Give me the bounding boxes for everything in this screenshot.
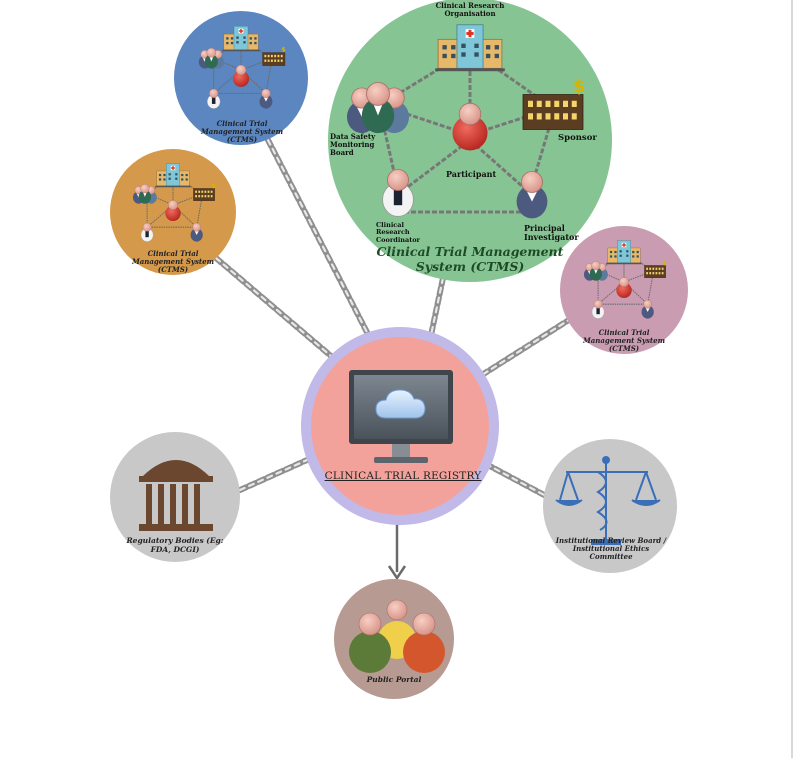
ctms-pink-circle: [560, 226, 688, 354]
registry-circle: [301, 327, 499, 525]
people-group-icon: [349, 599, 445, 673]
registry-title: CLINICAL TRIAL REGISTRY: [324, 470, 482, 482]
public-portal-label: Public Portal: [366, 675, 422, 684]
main-ctms-circle: [328, 0, 612, 282]
courthouse-icon: [139, 460, 213, 531]
cro-label: Clinical Research Organisation: [435, 1, 505, 19]
cloud-icon: [375, 389, 426, 419]
chain-links: [213, 137, 575, 499]
irb-label: Institutional Review Board / Institution…: [555, 536, 667, 562]
scales-caduceus-icon: [555, 456, 661, 545]
ctms-blue-circle: [174, 11, 308, 145]
regulatory-circle: [110, 432, 240, 562]
crc-label: Clinical Research Coordinator: [376, 221, 420, 244]
sponsor-label: Sponsor: [558, 133, 597, 143]
irb-circle: [543, 439, 677, 573]
arrow-to-public-portal: [387, 524, 407, 581]
public-portal-circle: [334, 579, 454, 699]
participant-label: Participant: [446, 169, 497, 179]
ctms-orange-circle: [110, 149, 236, 275]
ctms-orange-label: Clinical Trial Management System (CTMS): [131, 249, 215, 275]
chain-pink-ctms: [471, 315, 575, 383]
pi-label: Principal Investigator: [524, 223, 579, 243]
dsmb-group-icon: [347, 82, 409, 133]
main-ctms-title: Clinical Trial Management System (CTMS): [376, 244, 564, 274]
dsmb-label: Data Safety Monitoring Board: [330, 132, 376, 158]
ctms-blue-label: Clinical Trial Management System (CTMS): [200, 119, 284, 145]
regulatory-label: Regulatory Bodies (Eg: FDA, DCGI): [126, 536, 224, 554]
ctms-pink-label: Clinical Trial Management System (CTMS): [582, 328, 666, 354]
